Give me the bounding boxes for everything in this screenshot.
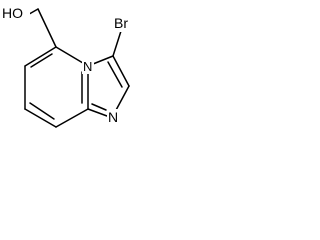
bond-c7-c8-double xyxy=(29,102,55,120)
bond-ch2-c5 xyxy=(37,8,57,48)
hydroxyl-label: HO xyxy=(2,5,23,21)
bond-c5-c6-double xyxy=(30,53,53,68)
bond-c3-c2-double xyxy=(107,61,123,88)
imidazole-nitrogen-label: N xyxy=(108,109,118,125)
bond-c8-c7 xyxy=(24,108,57,128)
chemical-structure: HO Br N N xyxy=(0,4,137,128)
bromine-label: Br xyxy=(114,15,128,31)
bond-c3-br xyxy=(112,30,122,57)
bond-c6-c5 xyxy=(24,46,57,67)
pyridine-nitrogen-label: N xyxy=(83,59,92,74)
bond-c2-n1 xyxy=(114,85,130,113)
bond-c8a-c8 xyxy=(55,108,89,128)
bond-n1-c8a xyxy=(87,108,108,117)
bond-n1-c8a-double xyxy=(91,103,107,111)
bond-c3-c2 xyxy=(112,55,130,87)
